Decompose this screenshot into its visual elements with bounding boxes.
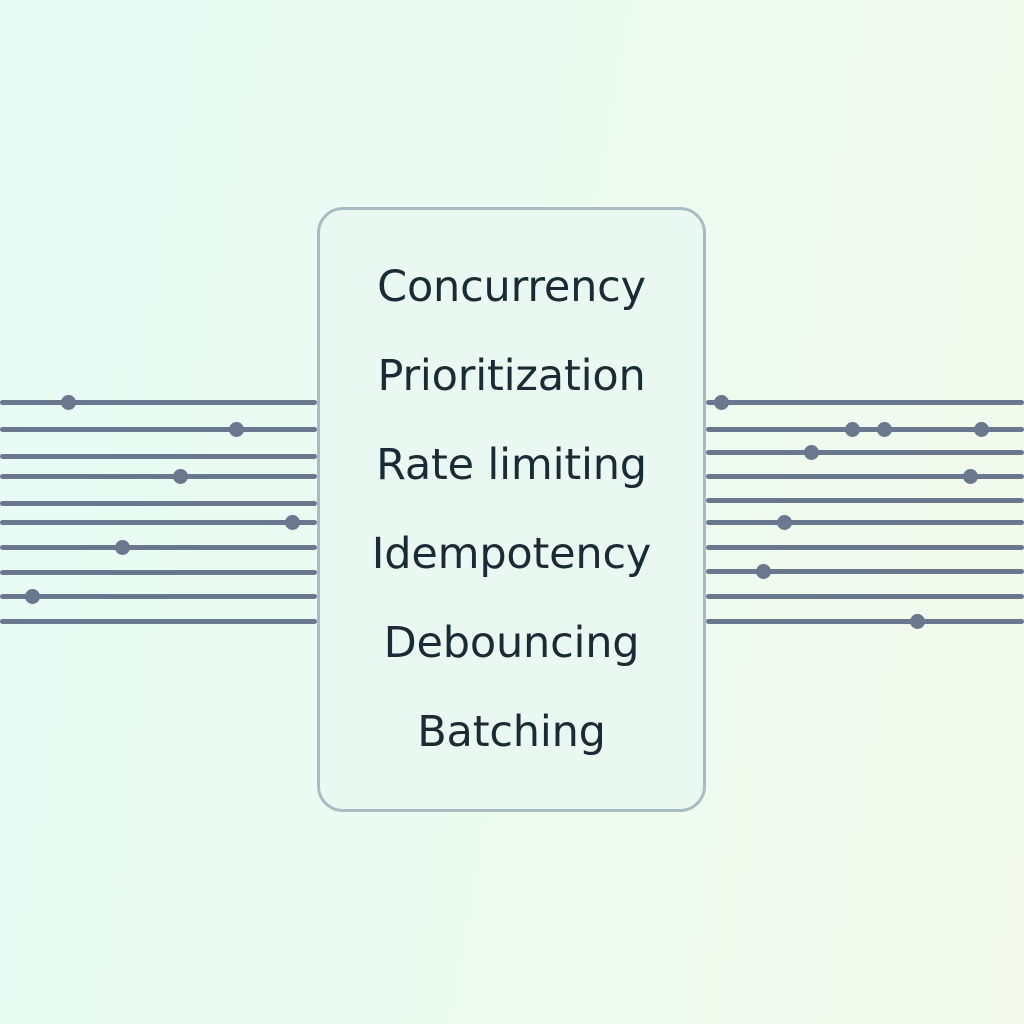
rail-line-left xyxy=(0,474,317,479)
rail-dot xyxy=(910,614,925,629)
rail-dot xyxy=(974,422,989,437)
rail-line-right xyxy=(706,619,1024,624)
card-item-debouncing: Debouncing xyxy=(383,617,640,668)
rail-dot xyxy=(115,540,130,555)
rail-line-left xyxy=(0,570,317,575)
rail-dot xyxy=(229,422,244,437)
rail-dot xyxy=(173,469,188,484)
rail-line-left xyxy=(0,427,317,432)
rail-line-right xyxy=(706,520,1024,525)
rail-line-right xyxy=(706,594,1024,599)
rail-line-left xyxy=(0,594,317,599)
rail-dot xyxy=(777,515,792,530)
rail-dot xyxy=(877,422,892,437)
card-item-concurrency: Concurrency xyxy=(377,261,646,312)
rail-line-right xyxy=(706,545,1024,550)
rail-dot xyxy=(756,564,771,579)
rail-line-right xyxy=(706,474,1024,479)
rail-line-left xyxy=(0,545,317,550)
card-item-idempotency: Idempotency xyxy=(371,528,652,579)
card-item-rate-limiting: Rate limiting xyxy=(376,439,647,490)
rail-dot xyxy=(285,515,300,530)
rail-line-left xyxy=(0,520,317,525)
rail-line-left xyxy=(0,400,317,405)
rail-dot xyxy=(714,395,729,410)
rail-dot xyxy=(845,422,860,437)
rail-dot xyxy=(804,445,819,460)
rail-dot xyxy=(963,469,978,484)
rail-line-right xyxy=(706,498,1024,503)
rail-line-right xyxy=(706,427,1024,432)
rail-line-left xyxy=(0,619,317,624)
card-item-batching: Batching xyxy=(417,706,606,757)
rail-line-right xyxy=(706,450,1024,455)
rail-line-left xyxy=(0,501,317,506)
rail-dot xyxy=(25,589,40,604)
rail-dot xyxy=(61,395,76,410)
card-item-prioritization: Prioritization xyxy=(377,350,646,401)
concept-card: Concurrency Prioritization Rate limiting… xyxy=(317,207,706,812)
rail-line-left xyxy=(0,454,317,459)
rail-line-right xyxy=(706,569,1024,574)
rail-line-right xyxy=(706,400,1024,405)
